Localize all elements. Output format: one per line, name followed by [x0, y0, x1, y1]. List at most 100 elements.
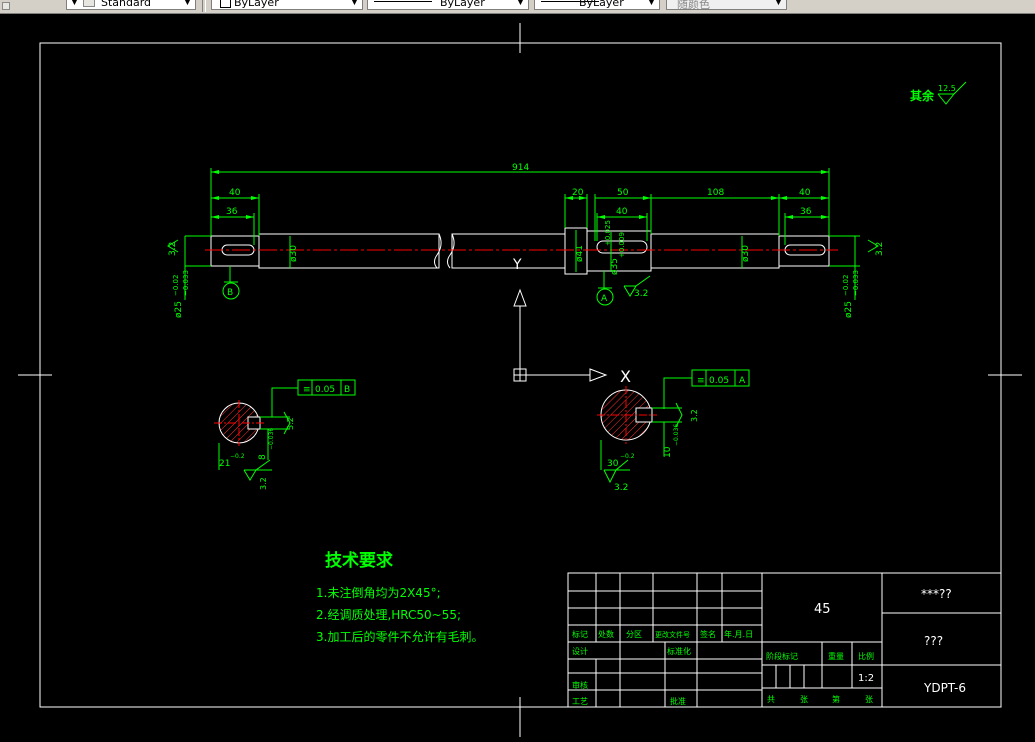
- chevron-down-icon: ▼: [351, 0, 358, 7]
- surface-note-label: 其余: [910, 88, 935, 103]
- roughness-marks: [167, 239, 879, 297]
- tech-title: 技术要求: [325, 550, 393, 571]
- dim-phi35: ø35: [610, 258, 620, 275]
- lineweight-combo[interactable]: ByLayer ▼: [534, 0, 660, 10]
- tech-line-1: 1.未注倒角均为2X45°;: [316, 585, 441, 600]
- surface-roughness-note: 其余 12.5: [910, 81, 967, 105]
- plot-style-value: 随颜色: [677, 0, 710, 10]
- section-a-rough2: 3.2: [614, 483, 628, 493]
- section-a-width-tol: −0.036: [673, 424, 680, 446]
- plot-style-combo[interactable]: 随颜色 ▼: [666, 0, 787, 10]
- tb-review: 审核: [572, 680, 588, 690]
- lineweight-preview: [541, 1, 599, 2]
- tb-sheet: 张: [865, 695, 873, 704]
- dim-108: 108: [707, 188, 724, 198]
- dim-left-36: 36: [226, 207, 238, 217]
- surface-note-value: 12.5: [938, 84, 956, 93]
- dim-phi30-left: ø30: [289, 245, 299, 262]
- text-style-value: Standard: [101, 0, 152, 9]
- tb-count: 处数: [598, 629, 614, 639]
- tb-process: 工艺: [572, 697, 588, 706]
- dim-right-36: 36: [800, 207, 812, 217]
- section-a-tol-ref: A: [739, 376, 746, 386]
- dim-tol-zero: +0.009: [618, 232, 626, 258]
- section-a: ≡ 0.05 A 3.2 10 −0.036 30 −0.2 3.2: [597, 369, 750, 493]
- chevron-down-icon: ▼: [184, 0, 191, 7]
- section-a-width: 10: [663, 446, 673, 458]
- tech-line-2: 2.经调质处理,HRC50~55;: [316, 608, 461, 622]
- dim-right-tol1: −0.02: [842, 275, 850, 296]
- drawing-border: [18, 23, 1022, 737]
- datum-b: B: [222, 281, 240, 300]
- tb-total: 共: [767, 695, 775, 704]
- dim-left-tol2: −0.033: [182, 270, 190, 296]
- section-b-rough2: 3.2: [259, 477, 268, 490]
- dropdown-arrow-icon: ▼: [71, 0, 78, 7]
- ucs-icon: Y X: [512, 257, 631, 386]
- section-b: ≡ 0.05 B 3.2 8 −0.036 21 −0.2 3.2: [214, 379, 356, 490]
- tb-approve: 批准: [670, 696, 686, 706]
- drawing-canvas[interactable]: 其余 12.5: [0, 13, 1035, 742]
- layer-combo[interactable]: ByLayer ▼: [211, 0, 363, 10]
- tb-company: ***??: [921, 587, 952, 601]
- dim-right-40: 40: [799, 188, 811, 198]
- section-b-width-tol: −0.036: [268, 428, 275, 450]
- linetype-preview: [374, 1, 432, 2]
- lineweight-value: ByLayer: [579, 0, 624, 9]
- linetype-value: ByLayer: [440, 0, 485, 9]
- roughness-symbol-icon: [937, 81, 967, 105]
- tb-date: 年.月.日: [724, 629, 753, 639]
- tb-sheets: 张: [800, 695, 808, 704]
- tb-page: 第: [832, 694, 840, 704]
- title-block: [567, 572, 1002, 708]
- linetype-combo[interactable]: ByLayer ▼: [367, 0, 529, 10]
- section-a-rough1: 3.2: [690, 409, 699, 422]
- tb-weight: 重量: [828, 651, 844, 661]
- properties-toolbar: ▼ Standard ▼ ByLayer ▼ ByLayer ▼ ByLayer…: [0, 0, 1035, 14]
- datum-a: A: [596, 287, 614, 306]
- section-b-tol-ref: B: [344, 385, 350, 395]
- dimension-texts: 914 40 36 20 50 108 40 40 36 ø30 ø30 ø41…: [168, 163, 885, 318]
- section-b-depth: 21: [219, 459, 230, 469]
- tb-standardize: 标准化: [667, 646, 691, 656]
- dim-phi41: ø41: [575, 245, 585, 262]
- section-b-tol-sym: ≡: [303, 385, 311, 395]
- tb-stage-mark: 阶段标记: [766, 651, 798, 661]
- section-a-depth: 30: [607, 459, 619, 469]
- dimension-arrows: [211, 170, 829, 219]
- small-box-icon[interactable]: [2, 2, 10, 10]
- section-a-tol-val: 0.05: [709, 376, 729, 386]
- dim-overall: 914: [512, 163, 529, 173]
- rough-mid-value: 3.2: [634, 289, 648, 299]
- ucs-x-label: X: [620, 367, 631, 386]
- chevron-down-icon: ▼: [648, 0, 655, 7]
- text-style-combo[interactable]: ▼ Standard ▼: [66, 0, 196, 10]
- tb-drawing-no: YDPT-6: [923, 681, 966, 695]
- section-a-tol-sym: ≡: [697, 376, 705, 386]
- dim-inner-40: 40: [616, 207, 628, 217]
- chevron-down-icon: ▼: [517, 0, 524, 7]
- dim-50: 50: [617, 188, 629, 198]
- dim-20: 20: [572, 188, 584, 198]
- dim-left-40: 40: [229, 188, 241, 198]
- technical-requirements: 技术要求 1.未注倒角均为2X45°; 2.经调质处理,HRC50~55; 3.…: [316, 550, 483, 644]
- rough-right-value: 3.2: [875, 242, 885, 256]
- chevron-down-icon: ▼: [775, 0, 782, 7]
- tb-scale: 比例: [858, 651, 874, 661]
- tb-part-name: ???: [924, 634, 943, 648]
- datum-b-label: B: [227, 288, 233, 298]
- section-b-width: 8: [258, 454, 268, 460]
- section-a-depth-tol: −0.2: [620, 453, 635, 460]
- dim-left-phi25: ø25: [174, 301, 184, 318]
- toolbar-separator: [202, 0, 206, 12]
- tb-mark: 标记: [572, 629, 588, 639]
- tb-design: 设计: [572, 646, 588, 656]
- tb-zone: 分区: [626, 630, 642, 639]
- section-b-rough1: 3.2: [286, 417, 295, 430]
- dim-tol-plus: +0.025: [604, 220, 612, 246]
- ucs-y-label: Y: [512, 257, 522, 273]
- text-style-icon: [83, 0, 95, 7]
- tb-doc-no: 更改文件号: [655, 630, 690, 639]
- datum-a-label: A: [601, 294, 608, 304]
- dim-right-phi25: ø25: [844, 301, 854, 318]
